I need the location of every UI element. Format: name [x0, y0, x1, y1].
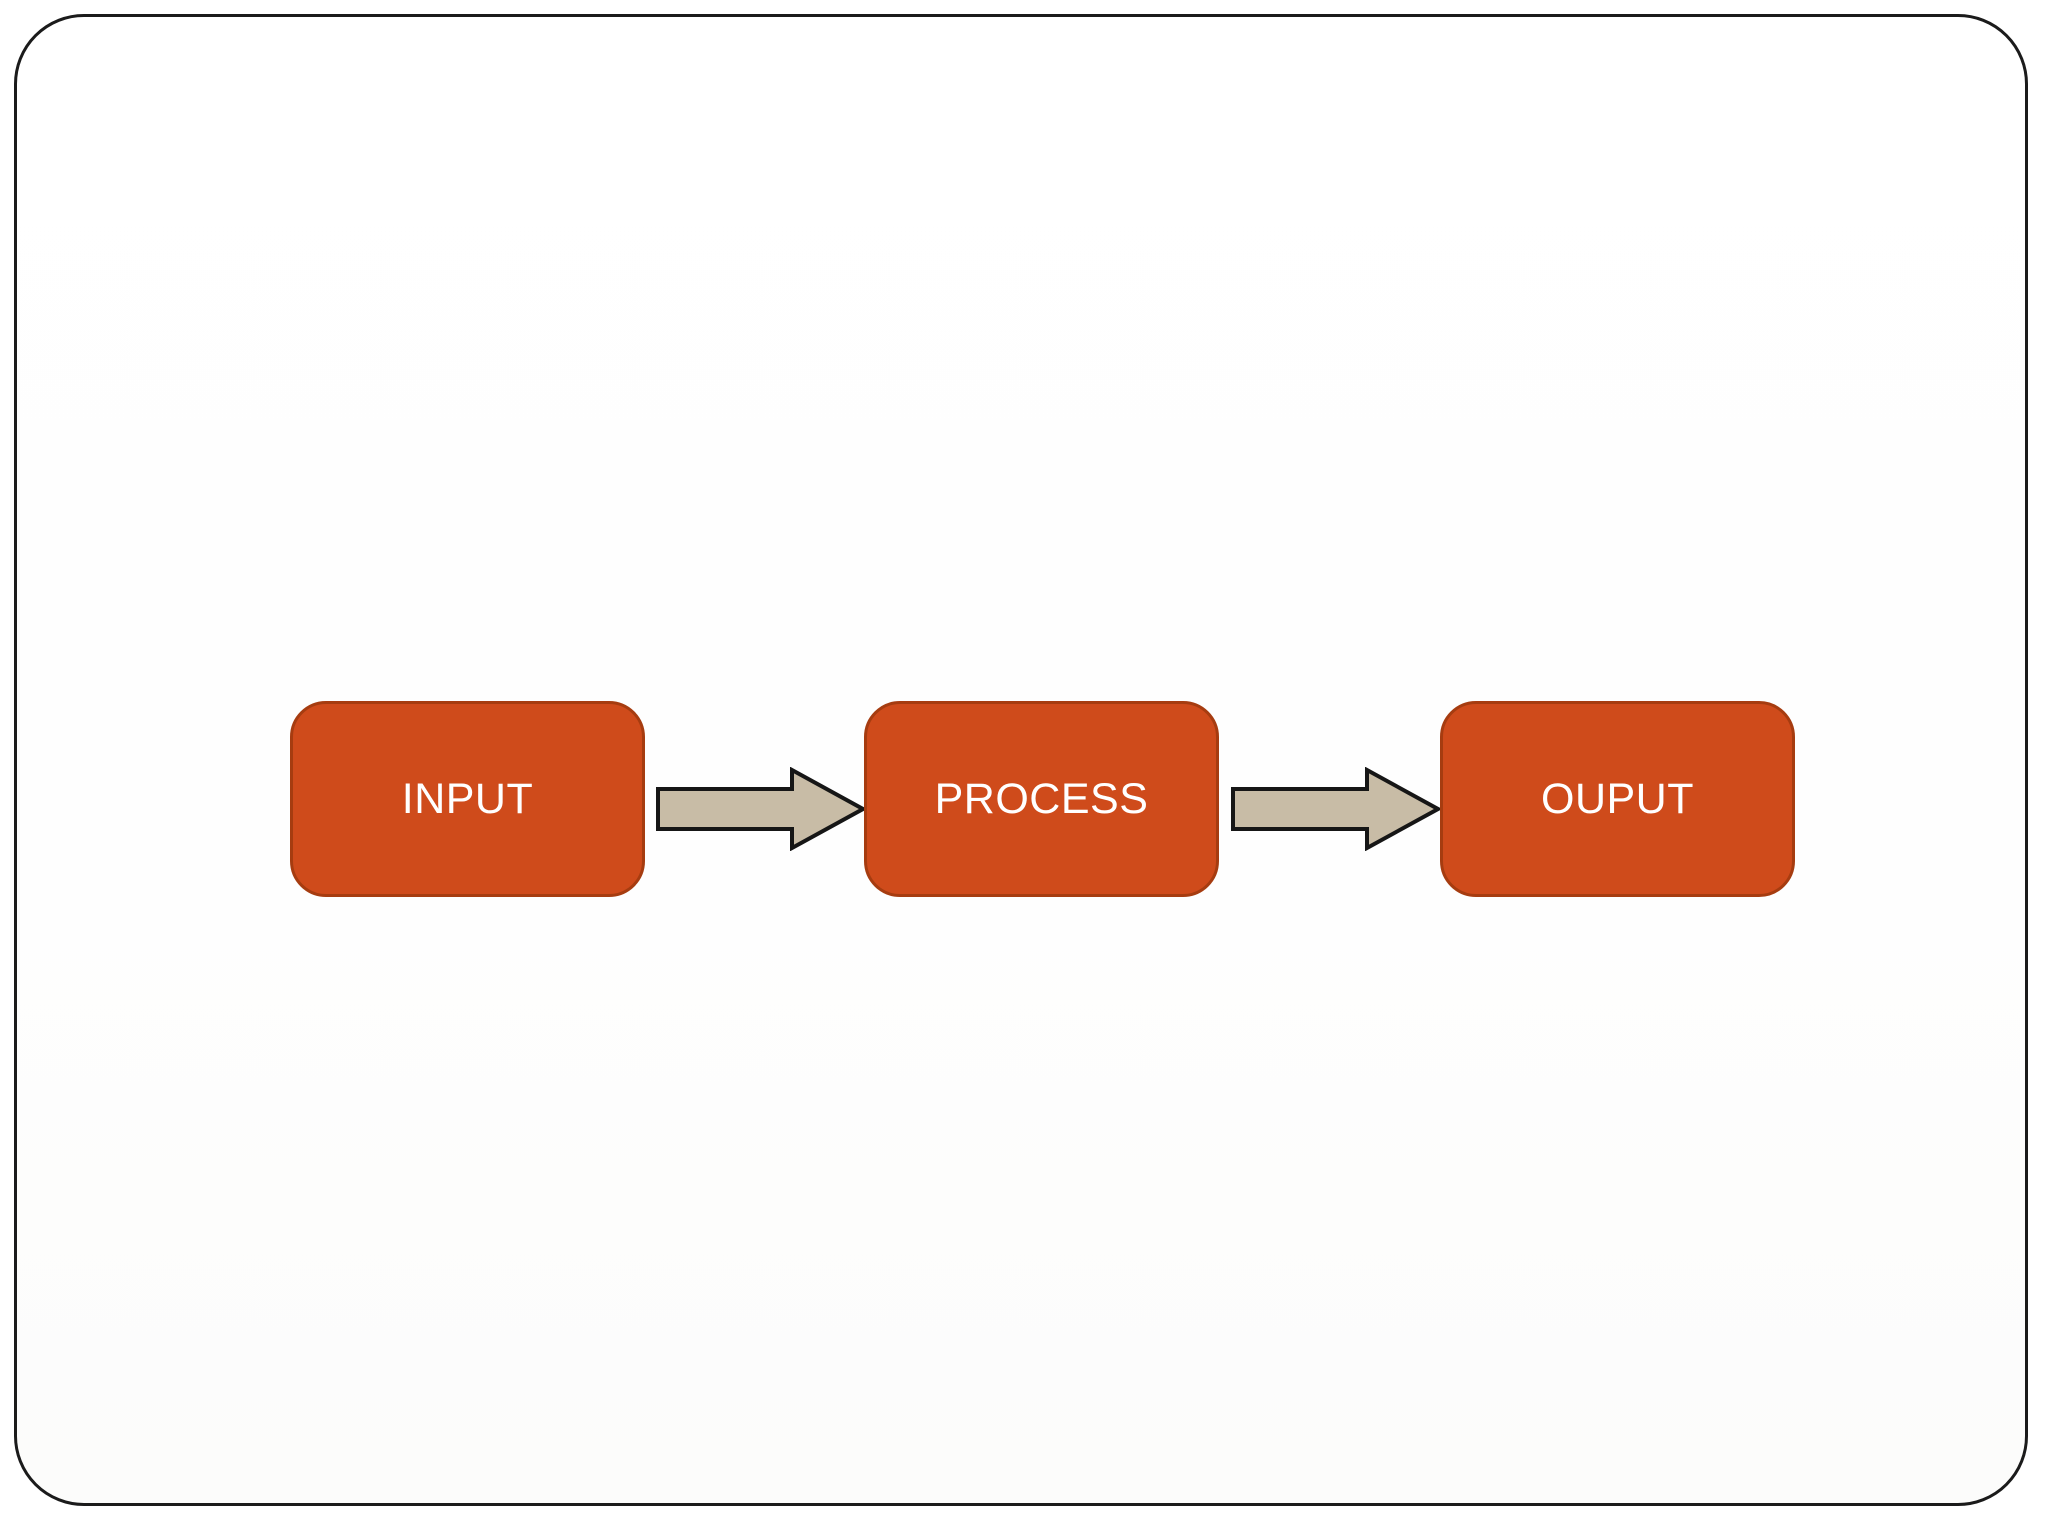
flow-node-process-label: PROCESS — [934, 774, 1149, 823]
slide-frame: INPUT PROCESS OUPUT — [14, 14, 2028, 1506]
flow-node-process: PROCESS — [864, 701, 1219, 897]
flow-node-input-label: INPUT — [401, 774, 534, 823]
block-arrow-shape — [1231, 767, 1442, 851]
flow-node-output-label: OUPUT — [1541, 774, 1694, 823]
flow-node-output: OUPUT — [1440, 701, 1795, 897]
arrow-right-icon — [656, 767, 867, 851]
block-arrow-shape — [656, 767, 867, 851]
arrow-right-icon — [1231, 767, 1442, 851]
flow-node-input: INPUT — [290, 701, 645, 897]
